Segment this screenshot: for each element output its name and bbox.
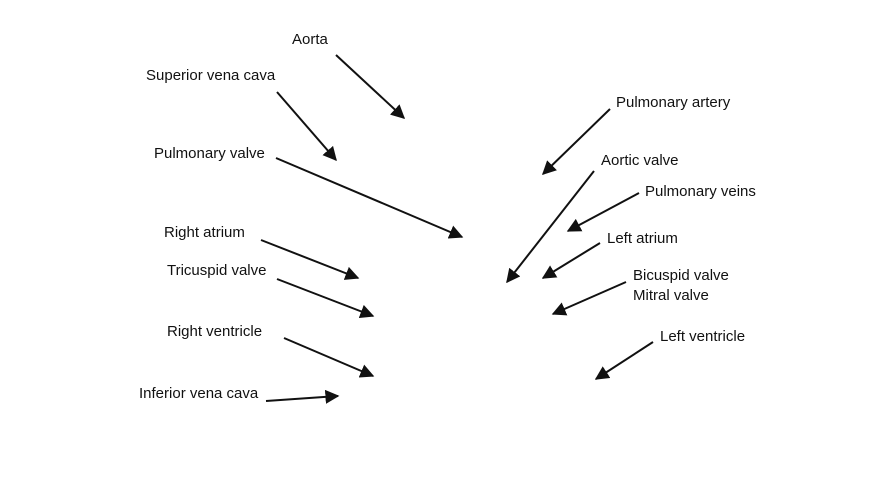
inferior-vena-cava-label: Inferior vena cava [139,385,259,402]
superior-vena-cava-label: Superior vena cava [146,67,276,84]
bicuspid-valve-arrow [551,281,627,316]
mitral-valve-label: Mitral valve [633,287,709,304]
pulmonary-valve-label: Pulmonary valve [154,145,265,162]
aorta-arrow [335,54,406,119]
aortic-valve-arrow [506,170,595,284]
bicuspid-mitral-valve-label: Bicuspid valve Mitral valve [633,266,729,306]
tricuspid-valve-arrow [276,278,375,319]
pulmonary-artery-arrow [541,108,611,175]
right-atrium-arrow [260,239,360,280]
right-atrium-label: Right atrium [164,224,245,241]
inferior-vena-cava-arrow [265,389,340,404]
left-atrium-label: Left atrium [607,230,678,247]
pulmonary-valve-arrow [275,157,464,239]
bicuspid-valve-label: Bicuspid valve [633,267,729,284]
pulmonary-artery-label: Pulmonary artery [616,94,731,111]
left-atrium-arrow [541,242,601,279]
pulmonary-veins-arrow [566,192,640,232]
left-ventricle-arrow [594,341,654,380]
right-ventricle-arrow [283,337,375,378]
aortic-valve-label: Aortic valve [601,152,679,169]
left-ventricle-label: Left ventricle [660,328,746,345]
pulmonary-veins-label: Pulmonary veins [645,183,756,200]
aorta-label: Aorta [292,31,328,48]
superior-vena-cava-arrow [276,91,337,162]
right-ventricle-label: Right ventricle [167,323,263,340]
tricuspid-valve-label: Tricuspid valve [167,262,267,279]
